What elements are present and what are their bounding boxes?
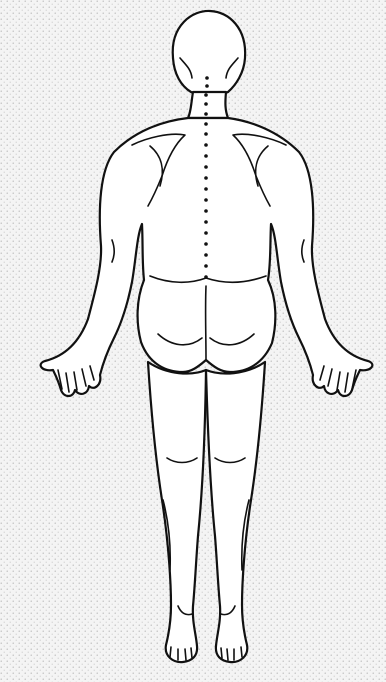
spine-dot xyxy=(204,102,208,106)
spine-dot xyxy=(204,275,208,279)
spine-dot xyxy=(204,165,208,169)
spine-dot xyxy=(204,198,208,202)
neck xyxy=(188,92,228,118)
spine-dot xyxy=(204,154,208,158)
spine-dot xyxy=(204,209,208,213)
spine-dot xyxy=(204,242,208,246)
head xyxy=(173,11,245,96)
spine-dot xyxy=(204,220,208,224)
spine-dot xyxy=(205,84,209,88)
spine-dot xyxy=(205,76,209,80)
spine-dot xyxy=(204,132,208,136)
spine-dot xyxy=(204,143,208,147)
spine-dot xyxy=(204,93,208,97)
spine-dot xyxy=(204,187,208,191)
spine-dot xyxy=(204,264,208,268)
spine-dot xyxy=(204,122,208,126)
spine-dot xyxy=(204,231,208,235)
spine-dot xyxy=(204,176,208,180)
spine-dot xyxy=(204,253,208,257)
spine-dot xyxy=(204,112,208,116)
